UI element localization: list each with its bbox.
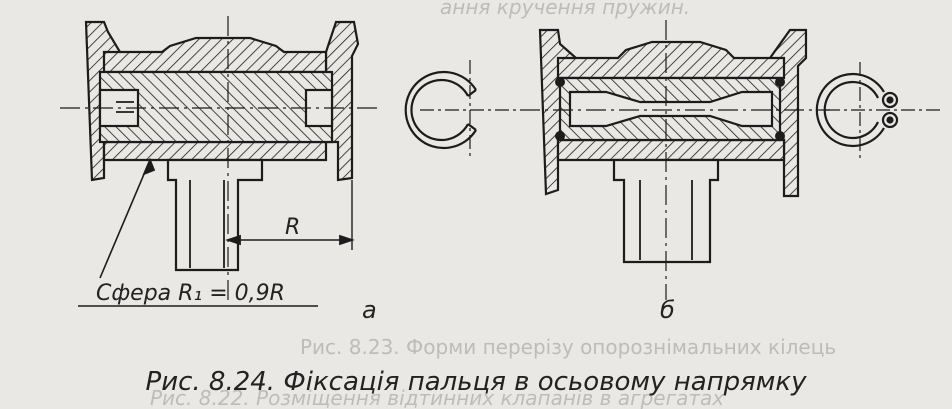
view-b-linework — [520, 20, 830, 300]
view-b-assembly — [538, 28, 808, 264]
bleed-through-text: ання кручення пружин. Рис. 8.23. Форми п… — [150, 0, 836, 409]
view-a-bottom-bushing — [102, 140, 328, 162]
figure-caption: Рис. 8.24. Фіксація пальця в осьовому на… — [146, 367, 808, 397]
view-b-bottom-bushing — [556, 138, 786, 162]
view-a-label: а — [362, 296, 377, 324]
sphere-radius-label: Сфера R₁ = 0,9R — [96, 281, 285, 306]
bleed-bottom-caption: Рис. 8.23. Форми перерізу опорознімальни… — [300, 335, 836, 359]
view-b-label: б — [660, 296, 675, 324]
view-b-top-bushing — [556, 40, 786, 80]
view-b-lock-rings — [555, 77, 785, 141]
view-b-pin-bore — [568, 90, 774, 128]
circlip-b — [815, 62, 940, 160]
sphere-label-box: Сфера R₁ = 0,9R — [78, 281, 318, 307]
r-dimension-label: R — [285, 215, 300, 240]
view-a-linework — [60, 16, 380, 300]
circlip-a — [404, 60, 520, 160]
bleed-top-fragment: ання кручення пружин. — [440, 0, 690, 19]
view-a-top-bushing — [102, 36, 328, 74]
bleed-bottom-caption-2: Рис. 8.22. Розміщення відтинних клапанів… — [150, 386, 724, 409]
view-a-rod — [166, 158, 264, 272]
view-a-assembly — [84, 20, 360, 272]
